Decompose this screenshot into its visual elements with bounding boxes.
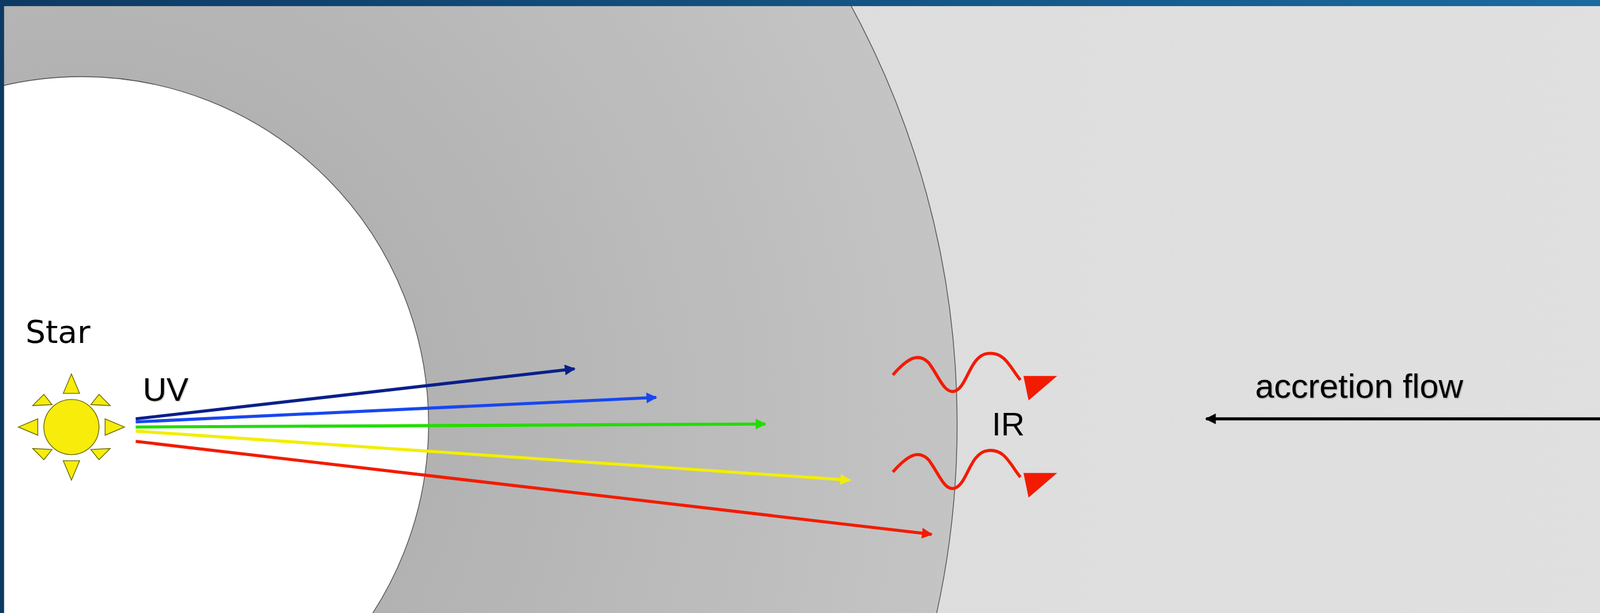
flow-arrow bbox=[1206, 416, 1600, 420]
ray-green bbox=[135, 423, 766, 427]
inner-cavity bbox=[0, 76, 429, 613]
ray-red bbox=[135, 441, 932, 535]
ir-head bbox=[1023, 375, 1057, 400]
star-label: Star bbox=[25, 315, 91, 348]
ray-yellow bbox=[135, 430, 850, 481]
ray-blue bbox=[135, 397, 656, 422]
left-bar bbox=[0, 0, 5, 613]
flow-label: accretion flow bbox=[1254, 368, 1463, 403]
dust-shell bbox=[0, 0, 958, 613]
ir-head bbox=[1023, 472, 1057, 498]
uv-label: UV bbox=[142, 372, 189, 406]
top-bar bbox=[0, 0, 1600, 7]
ir-label: IR bbox=[991, 407, 1025, 440]
star-symbol bbox=[18, 373, 125, 481]
